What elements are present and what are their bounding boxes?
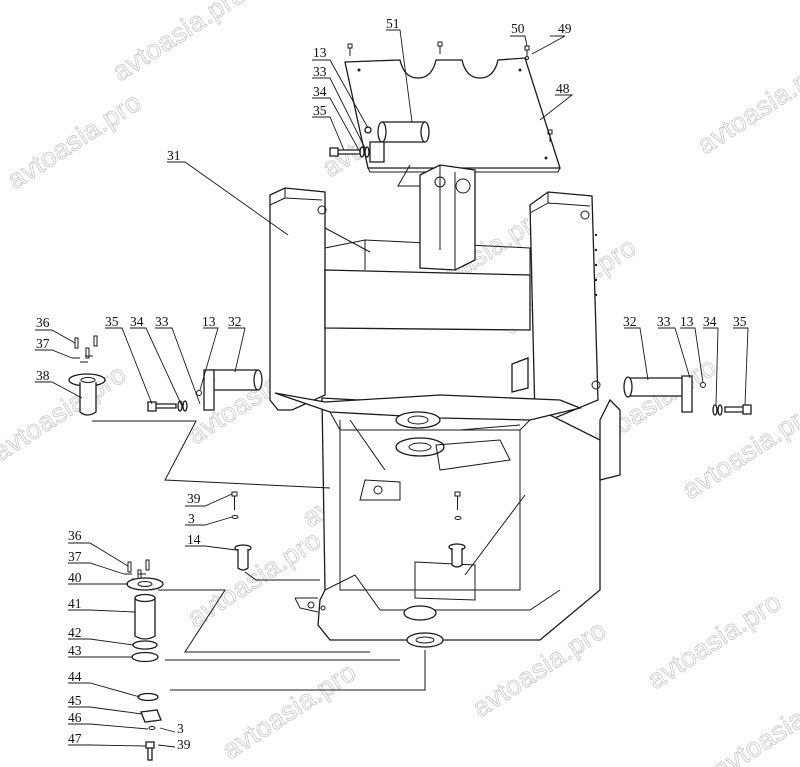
callout-34: 34	[313, 84, 327, 99]
upper-pin-assembly	[329, 121, 440, 187]
callout-45: 45	[68, 693, 82, 708]
watermark: avtoasia.pro	[0, 358, 132, 467]
callout-43: 43	[68, 643, 82, 658]
callout-13: 13	[313, 45, 327, 60]
callout-33: 33	[155, 314, 169, 329]
watermark: avtoasia.pro	[707, 676, 800, 767]
right-pin-assembly	[623, 375, 752, 416]
callout-51: 51	[386, 16, 400, 31]
callout-44: 44	[68, 669, 82, 684]
callout-3: 3	[177, 721, 184, 736]
callout-37: 37	[68, 549, 82, 564]
callout-34: 34	[703, 314, 717, 329]
callout-39: 39	[177, 737, 191, 752]
left-pin-assembly	[68, 335, 331, 489]
callout-13: 13	[202, 314, 216, 329]
front-frame	[269, 164, 621, 648]
callout-36: 36	[68, 528, 82, 543]
callout-39: 39	[187, 491, 201, 506]
callout-50: 50	[511, 21, 525, 36]
callout-3: 3	[188, 511, 195, 526]
callout-14: 14	[187, 532, 201, 547]
callout-35: 35	[313, 103, 327, 118]
callout-35: 35	[105, 314, 119, 329]
callout-38: 38	[36, 368, 50, 383]
callout-33: 33	[657, 314, 671, 329]
callout-36: 36	[36, 315, 50, 330]
callout-34: 34	[130, 314, 144, 329]
callout-48: 48	[556, 81, 570, 96]
callout-41: 41	[68, 596, 82, 611]
watermark: avtoasia.pro	[217, 656, 362, 765]
callout-40: 40	[68, 570, 82, 585]
middle-fasteners	[231, 491, 526, 581]
callout-37: 37	[36, 336, 50, 351]
watermark: avtoasia.pro	[692, 51, 800, 160]
callout-49: 49	[558, 21, 572, 36]
callout-46: 46	[68, 710, 82, 725]
callout-47: 47	[68, 731, 82, 746]
callout-labels: 51 50 49 48 13 33 34 35 31 36 37 38 35 3…	[36, 16, 747, 752]
leader-lines	[35, 29, 749, 748]
callout-32: 32	[623, 314, 637, 329]
callout-32: 32	[228, 314, 242, 329]
watermark: avtoasia.pro	[107, 0, 252, 87]
callout-13: 13	[680, 314, 694, 329]
callout-33: 33	[313, 64, 327, 79]
watermark: avtoasia.pro	[2, 86, 147, 195]
callout-31: 31	[167, 148, 181, 163]
watermark: avtoasia.pro	[642, 586, 787, 695]
callout-35: 35	[733, 314, 747, 329]
callout-42: 42	[68, 625, 82, 640]
lower-stack	[124, 559, 426, 761]
watermark: avtoasia.pro	[677, 396, 800, 505]
